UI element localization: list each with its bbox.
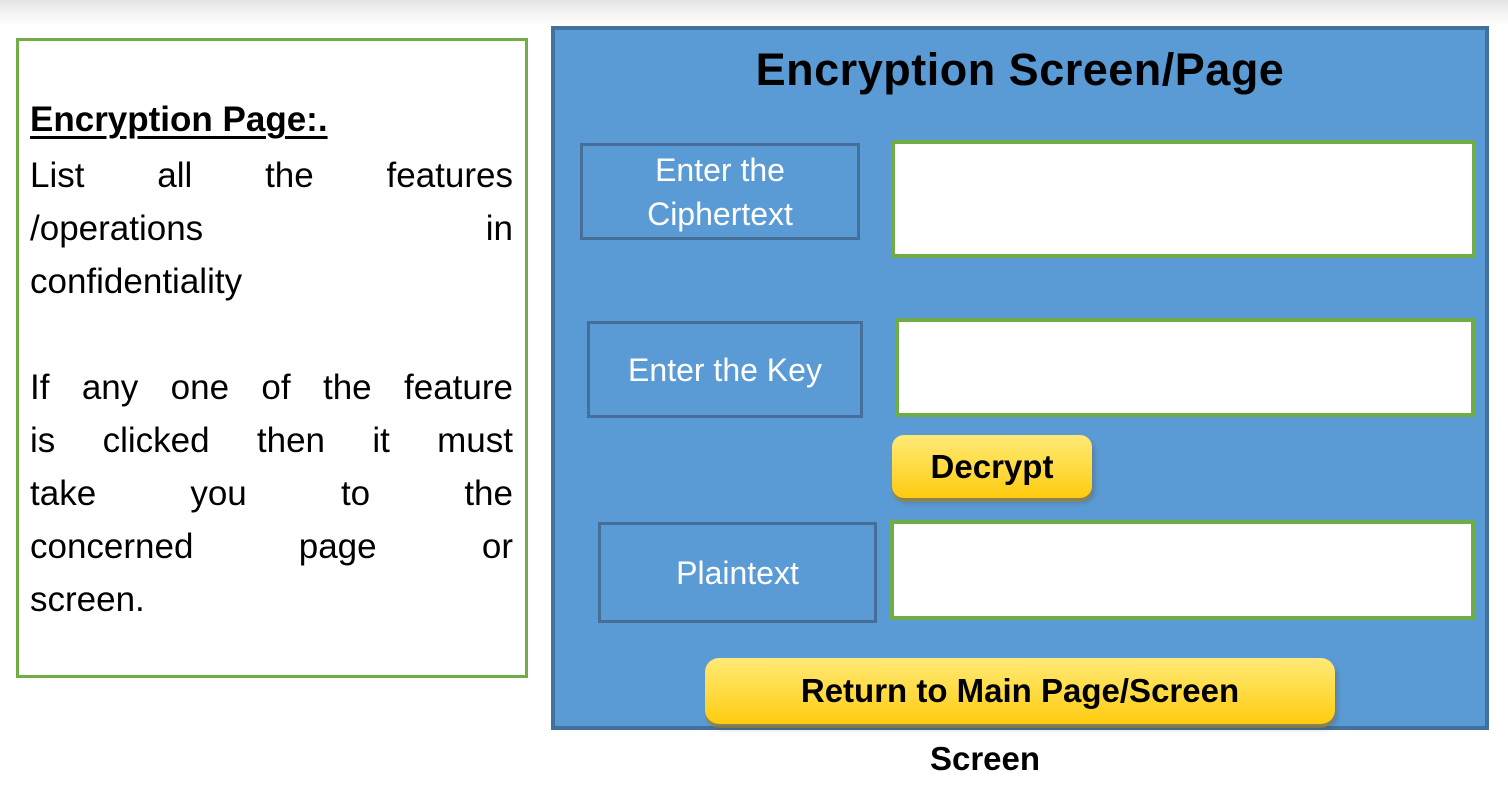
- figure-caption: Screen: [929, 740, 1041, 777]
- note-line: confidentiality: [30, 262, 243, 301]
- note-paragraph-1: List all the features /operations in con…: [30, 149, 513, 308]
- ciphertext-label: Enter the Ciphertext: [580, 143, 860, 240]
- plaintext-output[interactable]: [890, 520, 1475, 620]
- panel-title: Encryption Screen/Page: [755, 44, 1285, 95]
- key-label: Enter the Key: [587, 321, 863, 418]
- note-line: If any one of the feature: [30, 368, 513, 407]
- note-line: screen.: [30, 580, 145, 619]
- note-paragraph-2: If any one of the feature is clicked the…: [30, 361, 513, 626]
- requirements-note-box: Encryption Page:. List all the features …: [16, 38, 528, 678]
- note-line: take you to the: [30, 474, 513, 513]
- return-to-main-button[interactable]: Return to Main Page/Screen: [705, 658, 1335, 724]
- note-line: /operations in: [30, 209, 513, 248]
- note-line: is clicked then it must: [30, 421, 513, 460]
- note-blank-line: [30, 308, 513, 361]
- note-heading: Encryption Page:.: [30, 100, 328, 139]
- encryption-screen-panel: Encryption Screen/Page Enter the Ciphert…: [551, 26, 1489, 730]
- ciphertext-input[interactable]: [891, 140, 1476, 258]
- decrypt-button[interactable]: Decrypt: [892, 435, 1092, 498]
- note-line: List all the features: [30, 156, 513, 195]
- key-input[interactable]: [895, 318, 1475, 417]
- note-line: concerned page or: [30, 527, 513, 566]
- page-top-shadow: [0, 0, 1508, 26]
- plaintext-label: Plaintext: [598, 522, 877, 623]
